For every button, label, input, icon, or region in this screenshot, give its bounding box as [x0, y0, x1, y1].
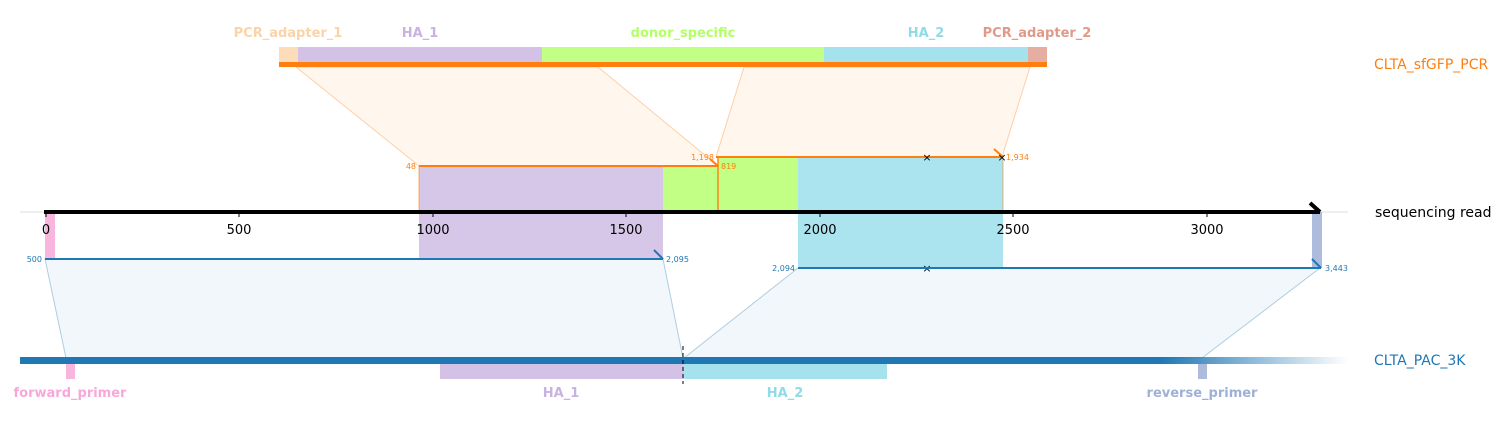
axis-tick-label-500: 500 — [227, 223, 252, 238]
bottom-align-number-4: 3,443 — [1325, 264, 1348, 273]
read-upper-ha1-block — [419, 167, 663, 212]
bottom-align-number-3: 2,094 — [772, 264, 795, 273]
bottom-amplicon-bar — [20, 357, 1160, 364]
bottom-feature-label-ha1: HA_1 — [543, 386, 580, 401]
bottom-alignment-region-1 — [44, 258, 684, 359]
bottom-feature-reverse-primer — [1198, 364, 1207, 379]
bottom-amplicon-name: CLTA_PAC_3K — [1374, 353, 1466, 369]
top-alignment-arrow-1 — [709, 158, 719, 167]
top-align-number-3: 819 — [721, 162, 736, 171]
axis-tick-label-1000: 1000 — [416, 223, 449, 238]
top-feature-label-pcr-adapter-1: PCR_adapter_1 — [234, 26, 343, 41]
bottom-feature-label-reverse-primer: reverse_primer — [1147, 386, 1259, 401]
mismatch-marker-top-2: × — [997, 151, 1006, 164]
axis-tick-label-1500: 1500 — [609, 223, 642, 238]
top-feature-label-ha1: HA_1 — [402, 26, 439, 41]
read-forward-primer-block — [45, 212, 55, 259]
read-end-arrow — [1308, 201, 1322, 214]
bottom-feature-forward-primer — [66, 364, 75, 379]
read-name: sequencing read — [1375, 205, 1491, 221]
read-reverse-primer-block — [1312, 212, 1322, 268]
axis-tick-label-3000: 3000 — [1190, 223, 1223, 238]
mismatch-marker-top-1: × — [922, 151, 931, 164]
top-align-number-4: 1,934 — [1006, 153, 1029, 162]
bottom-alignment-arrow-1 — [653, 249, 664, 260]
read-lower-ha1-block — [419, 212, 663, 259]
top-feature-donor-specific — [542, 47, 824, 62]
bottom-feature-ha1 — [440, 364, 683, 379]
bottom-alignment-region-2 — [682, 267, 1322, 359]
axis-tick-label-2500: 2500 — [996, 223, 1029, 238]
read-upper-donor-block-a — [663, 167, 718, 212]
axis-tick-label-2000: 2000 — [803, 223, 836, 238]
top-feature-pcr-adapter-2 — [1028, 47, 1047, 62]
top-feature-ha2 — [824, 47, 1028, 62]
bottom-align-number-2: 2,095 — [666, 255, 689, 264]
top-feature-label-donor-specific: donor_specific — [631, 26, 736, 41]
bottom-feature-label-ha2: HA_2 — [767, 386, 804, 401]
top-alignment-region-1 — [294, 66, 720, 167]
top-amplicon-name: CLTA_sfGFP_PCR — [1374, 57, 1488, 73]
bottom-feature-label-forward-primer: forward_primer — [14, 386, 128, 401]
top-alignment-region-2 — [715, 66, 1031, 158]
bottom-alignment-arrow-2 — [1311, 258, 1322, 269]
bottom-amplicon-bar-fade — [1160, 357, 1348, 364]
top-align-number-2: 1,198 — [691, 153, 714, 162]
top-feature-label-pcr-adapter-2: PCR_adapter_2 — [983, 26, 1092, 41]
read-upper-ha2-block — [798, 157, 1003, 212]
axis-tick-label-0: 0 — [42, 223, 50, 238]
top-amplicon-bar — [279, 62, 1047, 67]
read-lower-ha2-block — [798, 212, 1003, 268]
top-feature-pcr-adapter-1 — [279, 47, 298, 62]
top-feature-label-ha2: HA_2 — [908, 26, 945, 41]
read-upper-donor-block-b — [718, 157, 798, 212]
read-axis: 0 500 1000 1500 2000 2500 3000 — [42, 212, 1224, 238]
top-feature-ha1 — [298, 47, 542, 62]
bottom-feature-ha2 — [683, 364, 887, 379]
bottom-align-number-1: 500 — [27, 255, 42, 264]
top-alignment-arrow-2 — [993, 148, 1004, 158]
top-align-number-1: 48 — [406, 162, 416, 171]
